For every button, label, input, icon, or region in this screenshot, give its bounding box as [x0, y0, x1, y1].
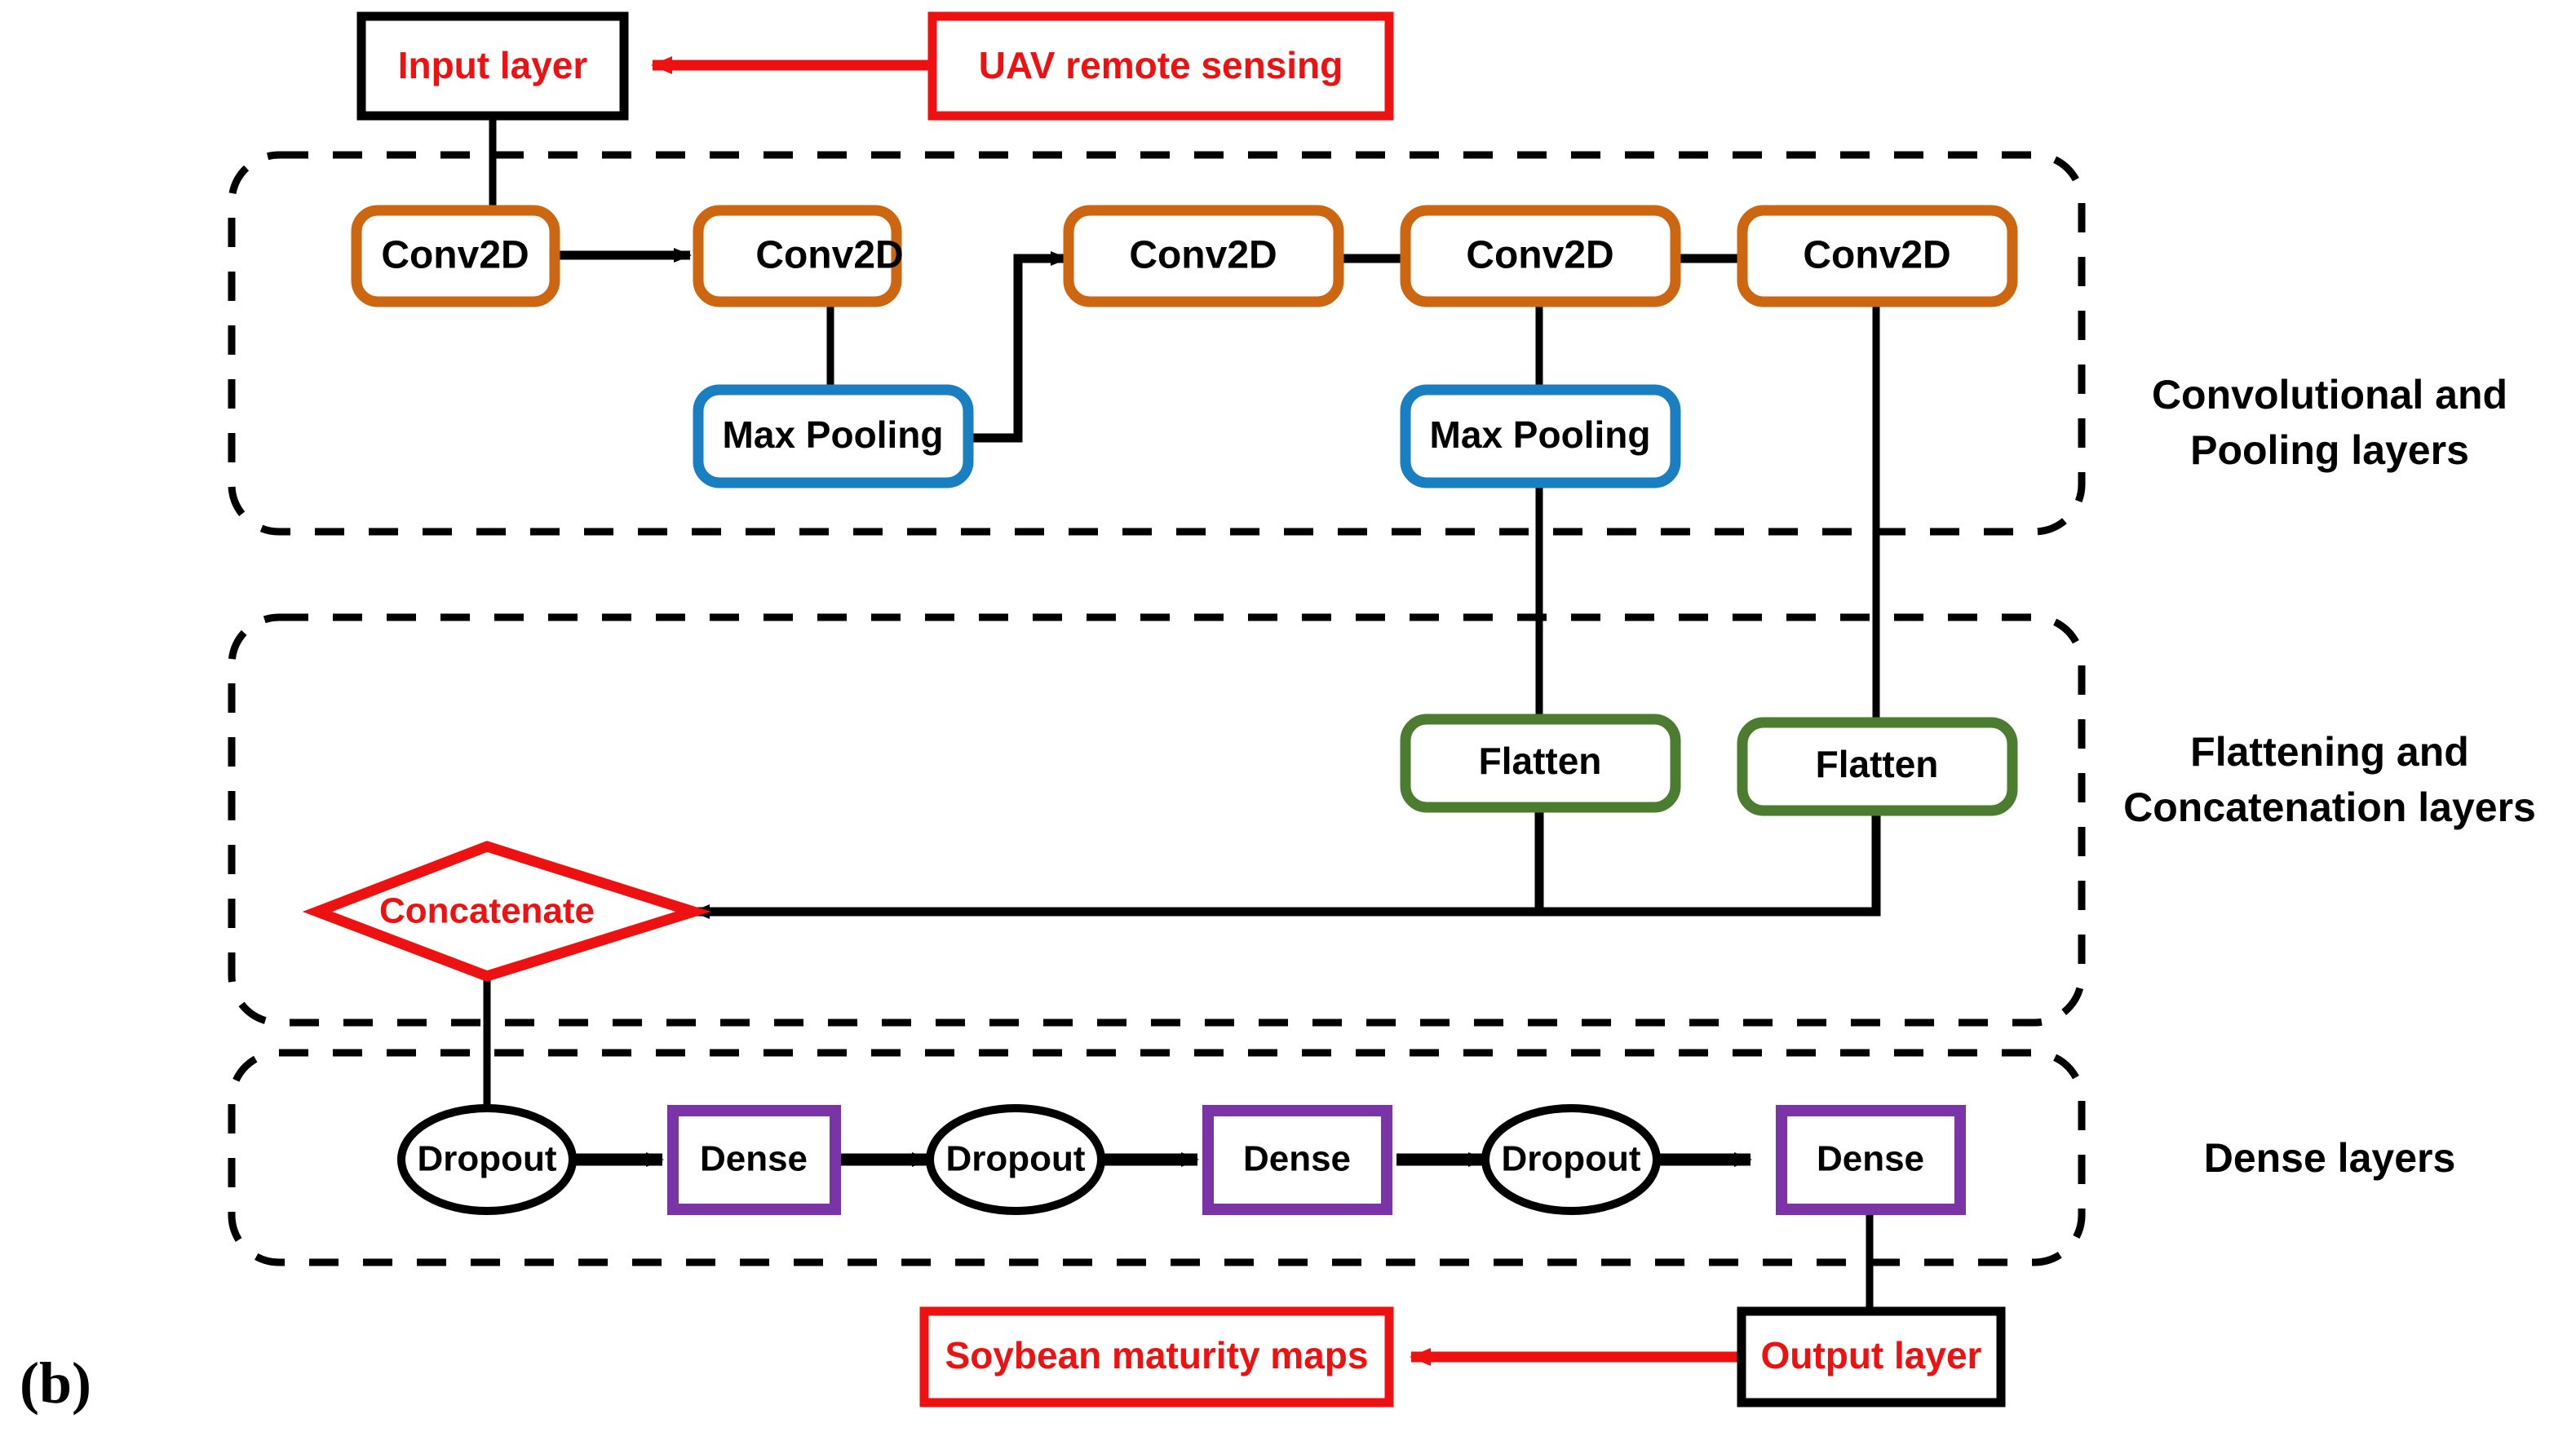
node-output-layer[interactable]: Output layer — [1737, 1306, 2006, 1407]
node-maxpooling-1-label: Max Pooling — [723, 413, 944, 456]
node-dropout-3-shape — [1481, 1104, 1661, 1215]
group-box-dense — [228, 1049, 2086, 1266]
group-label-convolutional-pooling: Convolutional and Pooling layers — [2152, 372, 2507, 473]
node-maxpooling-2-label: Max Pooling — [1430, 413, 1651, 456]
node-flatten-2[interactable]: Flatten — [1737, 717, 2018, 816]
node-maxpooling-2-shape — [1400, 384, 1681, 488]
panel-label: (b) — [20, 1350, 91, 1416]
node-input-layer-label: Input layer — [398, 44, 588, 86]
node-soybean-maturity-maps-shape — [919, 1306, 1394, 1407]
node-dense-3-label: Dense — [1817, 1139, 1924, 1179]
node-conv2d-1-shape — [351, 205, 560, 307]
node-input-layer[interactable]: Input layer — [356, 11, 629, 121]
node-dropout-1[interactable]: Dropout — [397, 1104, 577, 1215]
node-output-layer-label: Output layer — [1761, 1334, 1982, 1377]
node-conv2d-3-label: Conv2D — [1129, 234, 1277, 277]
group-box-convolutional-pooling — [228, 151, 2086, 536]
group-label-conv-line2: Pooling layers — [2190, 427, 2469, 473]
node-conv2d-2-shape — [693, 205, 902, 307]
group-box-flattening-concatenation — [228, 613, 2086, 1027]
node-uav-remote-sensing-label: UAV remote sensing — [979, 44, 1343, 86]
node-output-layer-shape — [1737, 1306, 2006, 1407]
node-conv2d-2[interactable]: Conv2D — [693, 205, 904, 307]
node-concatenate-shape — [302, 841, 711, 982]
node-conv2d-4-shape — [1400, 205, 1681, 307]
node-dropout-3[interactable]: Dropout — [1481, 1104, 1661, 1215]
node-dropout-2-shape — [926, 1104, 1105, 1215]
node-dropout-2[interactable]: Dropout — [926, 1104, 1105, 1215]
node-dropout-2-label: Dropout — [945, 1139, 1085, 1179]
node-maxpooling-2[interactable]: Max Pooling — [1400, 384, 1681, 488]
node-dropout-1-shape — [397, 1104, 577, 1215]
node-uav-remote-sensing-shape — [927, 11, 1394, 121]
node-conv2d-4-label: Conv2D — [1466, 234, 1613, 277]
group-label-dense: Dense layers — [2204, 1135, 2456, 1181]
node-flatten-1-shape — [1400, 714, 1681, 813]
node-conv2d-3-shape — [1063, 205, 1344, 307]
node-flatten-2-shape — [1737, 717, 2018, 816]
node-conv2d-2-label: Conv2D — [755, 234, 903, 277]
group-label-flat-line1: Flattening and — [2190, 729, 2469, 775]
node-concatenate-label: Concatenate — [379, 891, 595, 931]
node-maxpooling-1[interactable]: Max Pooling — [693, 384, 974, 488]
node-dense-1-label: Dense — [700, 1139, 808, 1179]
node-dense-2[interactable]: Dense — [1202, 1105, 1392, 1215]
node-concatenate[interactable]: Concatenate — [302, 841, 711, 982]
group-label-flat-line2: Concatenation layers — [2123, 784, 2536, 830]
node-maxpooling-1-shape — [693, 384, 974, 488]
node-dense-2-shape — [1202, 1105, 1392, 1215]
group-label-dense-line1: Dense layers — [2204, 1135, 2456, 1181]
node-dense-1[interactable]: Dense — [667, 1105, 841, 1215]
node-input-layer-shape — [356, 11, 629, 121]
node-dense-1-shape — [667, 1105, 841, 1215]
node-conv2d-4[interactable]: Conv2D — [1400, 205, 1681, 307]
node-conv2d-5-shape — [1737, 205, 2018, 307]
node-soybean-maturity-maps[interactable]: Soybean maturity maps — [919, 1306, 1394, 1407]
edge-flatten2-to-bus — [1539, 811, 1881, 917]
node-conv2d-5-label: Conv2D — [1803, 234, 1950, 277]
node-dense-2-label: Dense — [1243, 1139, 1351, 1179]
node-conv2d-3[interactable]: Conv2D — [1063, 205, 1344, 307]
node-flatten-2-label: Flatten — [1816, 743, 1939, 785]
node-conv2d-1-label: Conv2D — [381, 234, 529, 277]
group-label-conv-line1: Convolutional and — [2152, 372, 2507, 418]
node-dropout-1-label: Dropout — [417, 1139, 556, 1179]
node-uav-remote-sensing[interactable]: UAV remote sensing — [927, 11, 1394, 121]
node-conv2d-5[interactable]: Conv2D — [1737, 205, 2018, 307]
edge-maxpool1-to-conv3 — [966, 251, 1069, 443]
node-dropout-3-label: Dropout — [1501, 1139, 1640, 1179]
node-conv2d-1[interactable]: Conv2D — [351, 205, 560, 307]
node-dense-3-shape — [1776, 1105, 1966, 1215]
node-flatten-1[interactable]: Flatten — [1400, 714, 1681, 813]
node-dense-3[interactable]: Dense — [1776, 1105, 1966, 1215]
group-label-flattening-concatenation: Flattening and Concatenation layers — [2123, 729, 2536, 830]
node-flatten-1-label: Flatten — [1479, 740, 1602, 782]
node-soybean-maturity-maps-label: Soybean maturity maps — [945, 1334, 1369, 1377]
